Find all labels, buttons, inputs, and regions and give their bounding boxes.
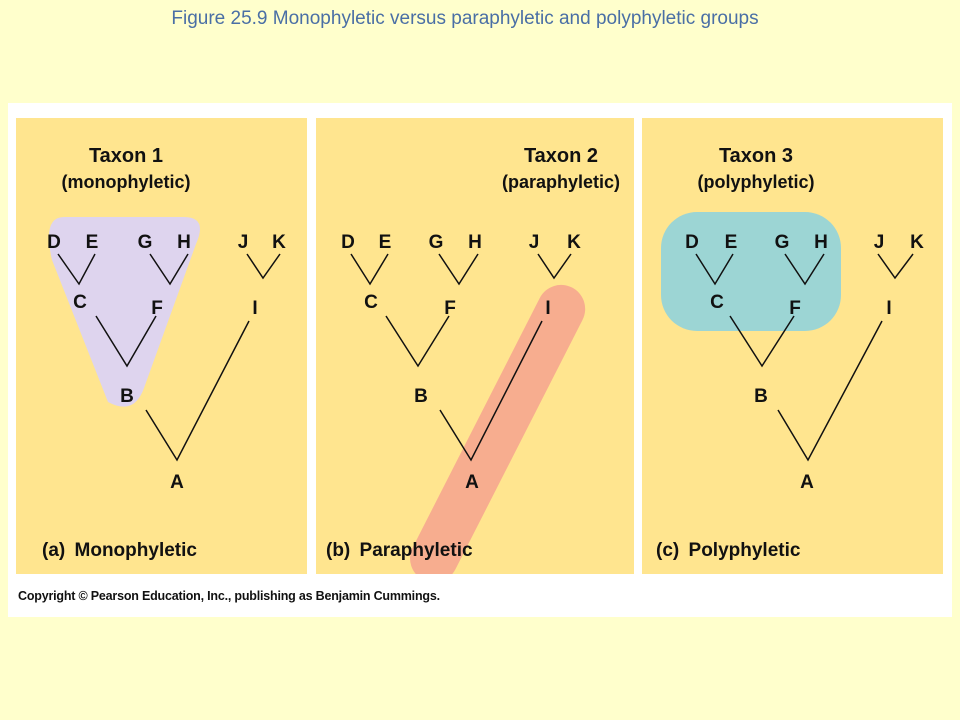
node-i: I xyxy=(252,298,257,319)
node-k: K xyxy=(910,232,924,253)
node-d: D xyxy=(47,232,61,253)
panel-paraphyletic: Taxon 2 (paraphyletic) D E G H J K C F I… xyxy=(316,118,634,574)
caption-label: Monophyletic xyxy=(75,540,198,561)
node-j: J xyxy=(874,232,885,253)
node-g: G xyxy=(775,232,790,253)
node-b: B xyxy=(414,386,428,407)
node-a: A xyxy=(800,472,814,493)
node-c: C xyxy=(710,292,724,313)
node-k: K xyxy=(567,232,581,253)
node-d: D xyxy=(685,232,699,253)
node-d: D xyxy=(341,232,355,253)
tree-branches xyxy=(57,253,281,462)
node-f: F xyxy=(789,298,801,319)
copyright-notice: Copyright © Pearson Education, Inc., pub… xyxy=(18,589,440,603)
tree-polyphyletic: Taxon 3 (polyphyletic) D E G H J K C F I… xyxy=(656,145,924,561)
caption: (c) Polyphyletic xyxy=(656,540,801,561)
node-c: C xyxy=(73,292,87,313)
caption: (a) Monophyletic xyxy=(42,540,197,561)
node-k: K xyxy=(272,232,286,253)
tree-paraphyletic: Taxon 2 (paraphyletic) D E G H J K C F I… xyxy=(326,145,620,574)
node-j: J xyxy=(238,232,249,253)
taxon-type: (paraphyletic) xyxy=(502,172,620,192)
tree-branches xyxy=(695,253,914,462)
node-f: F xyxy=(151,298,163,319)
node-e: E xyxy=(379,232,392,253)
panel-monophyletic: Taxon 1 (monophyletic) D E G H J K C F I… xyxy=(16,118,307,574)
node-e: E xyxy=(86,232,99,253)
caption-letter: (a) xyxy=(42,540,65,561)
tree-monophyletic: Taxon 1 (monophyletic) D E G H J K C F I… xyxy=(42,145,286,561)
monophyletic-highlight xyxy=(48,217,200,407)
node-a: A xyxy=(170,472,184,493)
node-e: E xyxy=(725,232,738,253)
paraphyletic-highlight xyxy=(410,284,586,574)
caption-letter: (c) xyxy=(656,540,679,561)
node-a: A xyxy=(465,472,479,493)
node-h: H xyxy=(814,232,828,253)
polyphyletic-highlight xyxy=(661,212,841,331)
caption-letter: (b) xyxy=(326,540,350,561)
taxon-type: (monophyletic) xyxy=(62,172,191,192)
node-g: G xyxy=(429,232,444,253)
tree-branches xyxy=(350,253,572,462)
figure-frame: Taxon 1 (monophyletic) D E G H J K C F I… xyxy=(8,103,952,617)
taxon-title: Taxon 1 xyxy=(89,145,163,167)
node-h: H xyxy=(468,232,482,253)
node-g: G xyxy=(138,232,153,253)
node-b: B xyxy=(120,386,134,407)
caption-label: Polyphyletic xyxy=(689,540,801,561)
node-h: H xyxy=(177,232,191,253)
node-i: I xyxy=(545,298,550,319)
node-i: I xyxy=(886,298,891,319)
caption: (b) Paraphyletic xyxy=(326,540,473,561)
node-c: C xyxy=(364,292,378,313)
taxon-type: (polyphyletic) xyxy=(697,172,814,192)
node-f: F xyxy=(444,298,456,319)
panel-polyphyletic: Taxon 3 (polyphyletic) D E G H J K C F I… xyxy=(642,118,943,574)
taxon-title: Taxon 2 xyxy=(524,145,598,167)
caption-label: Paraphyletic xyxy=(360,540,473,561)
node-j: J xyxy=(529,232,540,253)
node-b: B xyxy=(754,386,768,407)
taxon-title: Taxon 3 xyxy=(719,145,793,167)
slide-title: Figure 25.9 Monophyletic versus paraphyl… xyxy=(171,8,759,29)
